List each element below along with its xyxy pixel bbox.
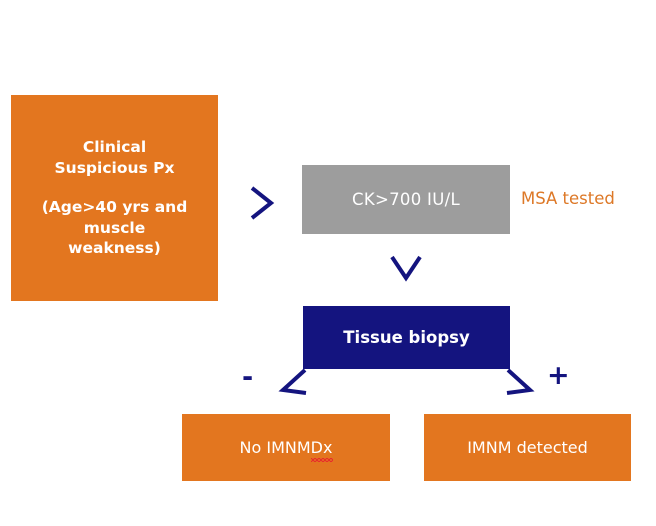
node-clinical-sub-line3: weakness) — [68, 239, 161, 258]
arrow-down-right-icon — [497, 368, 537, 402]
node-clinical-sub-line1: (Age>40 yrs and — [41, 198, 188, 217]
annotation-negative-sign: - — [242, 362, 254, 393]
node-ck-threshold[interactable]: CK>700 IU/L — [302, 165, 510, 234]
node-ck-label: CK>700 IU/L — [352, 189, 460, 209]
node-no-imnm-label-misspelled: Dx — [310, 437, 334, 463]
node-clinical-sub-line2: muscle — [83, 218, 146, 237]
node-clinical-suspicious-px[interactable]: Clinical Suspicious Px (Age>40 yrs and m… — [11, 95, 218, 301]
chevron-down-icon — [387, 252, 425, 286]
chevron-right-icon — [246, 182, 280, 224]
node-imnm-label: IMNM detected — [467, 437, 588, 457]
node-no-imnm-dx[interactable]: No IMNM Dx — [182, 414, 390, 481]
node-no-imnm-label-prefix: No IMNM — [239, 437, 311, 457]
annotation-msa-tested: MSA tested — [521, 189, 615, 208]
node-tissue-biopsy[interactable]: Tissue biopsy — [303, 306, 510, 369]
node-clinical-title-line1: Clinical — [82, 138, 147, 157]
arrow-down-left-icon — [276, 368, 316, 402]
node-clinical-title-line2: Suspicious Px — [54, 158, 175, 177]
node-biopsy-label: Tissue biopsy — [343, 327, 470, 347]
annotation-positive-sign: + — [547, 360, 570, 391]
node-imnm-detected[interactable]: IMNM detected — [424, 414, 631, 481]
